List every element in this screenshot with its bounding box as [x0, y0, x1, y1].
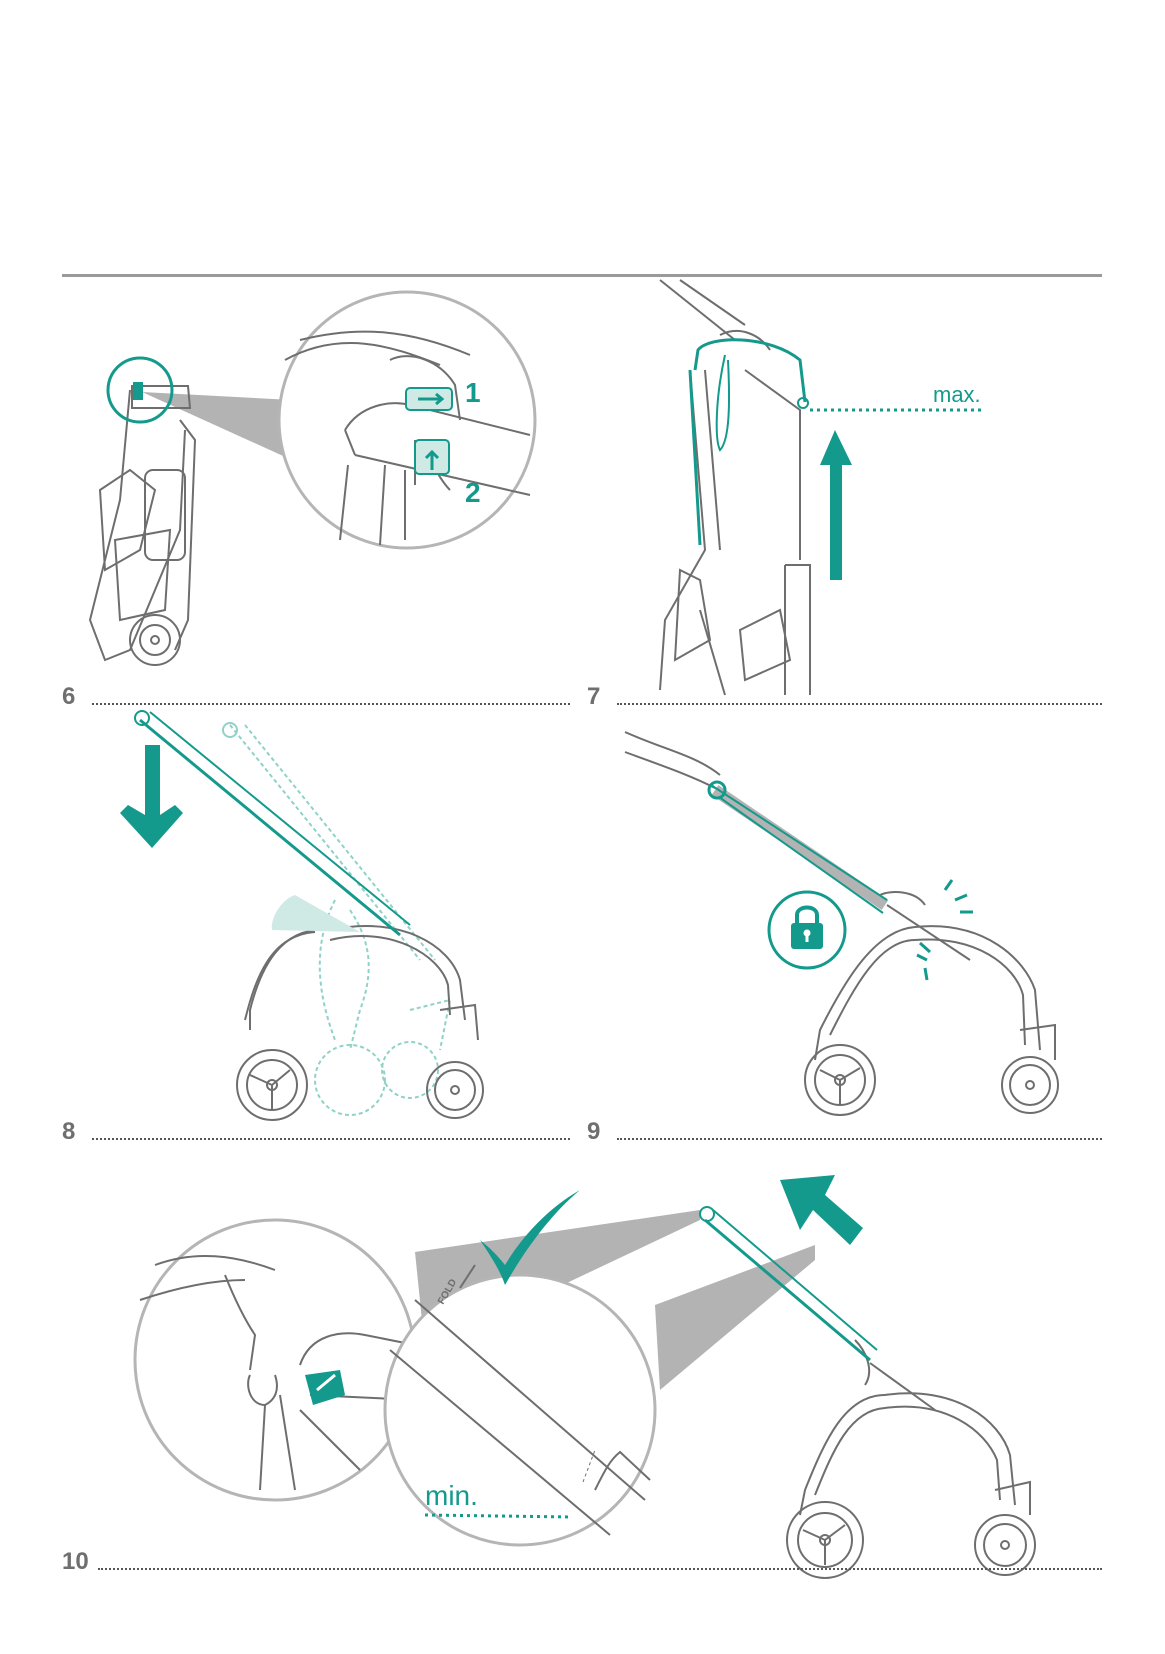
extended-handle-tube [711, 785, 889, 910]
handle-pivot [797, 397, 809, 409]
lock-badge [767, 890, 847, 970]
unfolded-stroller [786, 1339, 1036, 1579]
handle-pivot [699, 1206, 715, 1222]
step-8-dotted-line [92, 1138, 570, 1140]
right-arrow-icon [418, 392, 445, 406]
step-8-illustration [120, 710, 484, 1121]
max-label: max. [933, 382, 981, 407]
unfolded-stroller [236, 925, 484, 1121]
handlebar-upper [139, 718, 401, 937]
zoom-circle [277, 290, 537, 550]
click-lines [916, 879, 973, 981]
zoom-circle-fold [383, 1273, 657, 1547]
step-number-9: 9 [587, 1118, 601, 1145]
arm-and-stroller [659, 279, 811, 696]
handle-lower [712, 1209, 878, 1351]
left-tube [688, 369, 702, 546]
step-6-dotted-line [92, 703, 570, 705]
step-number-7: 7 [587, 683, 601, 710]
zoom-cone-2 [655, 1245, 815, 1390]
step-6-illustration: 1 2 [88, 290, 537, 666]
detail-marker-circle [106, 356, 174, 424]
up-arrow-icon [424, 449, 440, 470]
step-number-8: 8 [62, 1118, 76, 1145]
release-button [305, 1370, 345, 1405]
up-left-arrow-icon [780, 1175, 863, 1245]
folded-stroller [88, 385, 197, 666]
wrist-strap [715, 354, 731, 452]
callout-2: 2 [465, 477, 481, 508]
up-arrow-icon [820, 430, 852, 580]
handlebar [693, 338, 807, 403]
lock-icon [791, 905, 823, 949]
min-label: min. [425, 1480, 478, 1511]
handle-pivot [134, 710, 150, 726]
handle-upper [704, 1218, 871, 1362]
tube-detail [389, 1299, 651, 1536]
release-button [133, 382, 143, 400]
top-divider [62, 274, 1102, 277]
handlebar-lower [149, 711, 411, 926]
checkmark-icon [480, 1190, 580, 1285]
step-7-dotted-line [617, 703, 1102, 705]
ghost-pivot [222, 722, 238, 738]
step-7-illustration: max. [659, 279, 985, 696]
seat-hinge-fill [271, 895, 360, 932]
step-10-dotted-line [98, 1568, 1102, 1570]
ghost-stroller [229, 724, 452, 1116]
down-arrow-icon [120, 745, 183, 848]
zoom-circle-hand [133, 1218, 417, 1502]
arm-and-stroller [624, 731, 1059, 1116]
step-10-illustration: FOLD min. [133, 1175, 1036, 1579]
zoom-cone [142, 392, 292, 460]
step-number-6: 6 [62, 683, 76, 710]
fold-mark [459, 1264, 476, 1289]
button-arrow-icon [316, 1373, 336, 1392]
handle-outline [710, 784, 888, 914]
step-number-10: 10 [62, 1548, 89, 1575]
step-9-illustration [624, 731, 1059, 1116]
step-9-dotted-line [617, 1138, 1102, 1140]
callout-1: 1 [465, 377, 481, 408]
handle-pivot [707, 780, 727, 800]
lower-frame [886, 904, 971, 961]
